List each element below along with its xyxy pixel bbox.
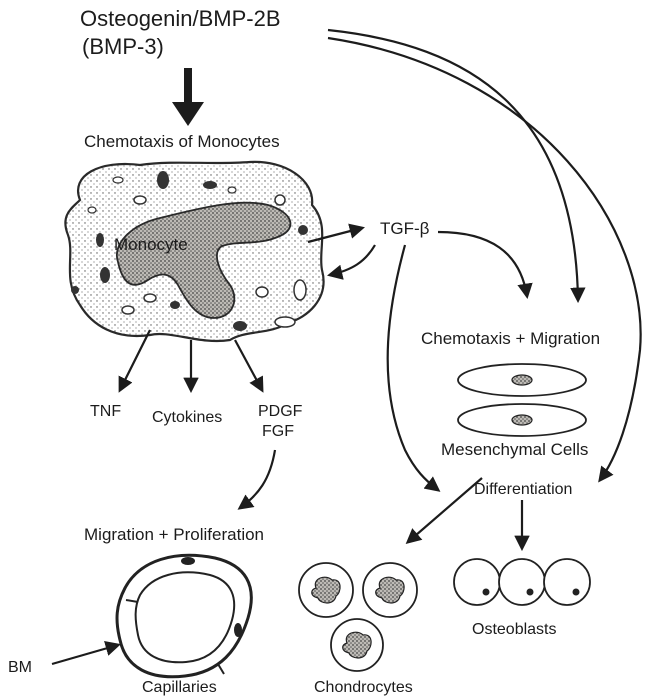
arrow-monocyte-to-pdgf	[235, 340, 262, 390]
title-line-2: (BMP-3)	[82, 36, 164, 58]
label-tnf: TNF	[90, 404, 121, 420]
mesenchymal-cells	[458, 364, 586, 436]
label-tgf-beta: TGF-β	[380, 220, 429, 237]
arrow-bm-to-capillary	[52, 645, 118, 664]
arrow-tgf-to-monocyte	[330, 245, 375, 275]
label-chondrocytes: Chondrocytes	[314, 680, 413, 696]
arrow-title-to-chemotaxis-migration	[328, 30, 578, 300]
label-osteoblasts: Osteoblasts	[472, 622, 556, 638]
label-fgf: FGF	[262, 424, 294, 440]
arrow-to-chondrocytes	[408, 478, 482, 542]
osteoblasts-cells	[454, 559, 590, 605]
chondrocytes-cells	[299, 563, 417, 671]
label-mesenchymal-cells: Mesenchymal Cells	[441, 441, 588, 458]
label-migration-proliferation: Migration + Proliferation	[84, 526, 264, 543]
arrow-monocyte-to-tnf	[120, 330, 150, 390]
label-monocyte: Monocyte	[114, 236, 188, 253]
label-chemotaxis-migration: Chemotaxis + Migration	[421, 330, 600, 347]
label-chemotaxis-monocytes: Chemotaxis of Monocytes	[84, 133, 280, 150]
monocyte-cell	[65, 162, 323, 341]
arrow-tgf-to-chemotaxis-migration	[438, 232, 527, 296]
capillary-vessel	[117, 555, 251, 676]
arrow-fgf-to-migration-proliferation	[240, 450, 275, 508]
arrow-tgf-to-chondrocytes-path	[388, 245, 438, 490]
main-down-arrow	[172, 68, 204, 126]
title-line-1: Osteogenin/BMP-2B	[80, 8, 281, 30]
label-cytokines: Cytokines	[152, 410, 222, 426]
label-differentiation: Differentiation	[474, 482, 572, 498]
label-capillaries: Capillaries	[142, 680, 217, 696]
label-pdgf: PDGF	[258, 404, 302, 420]
label-bm: BM	[8, 660, 32, 676]
